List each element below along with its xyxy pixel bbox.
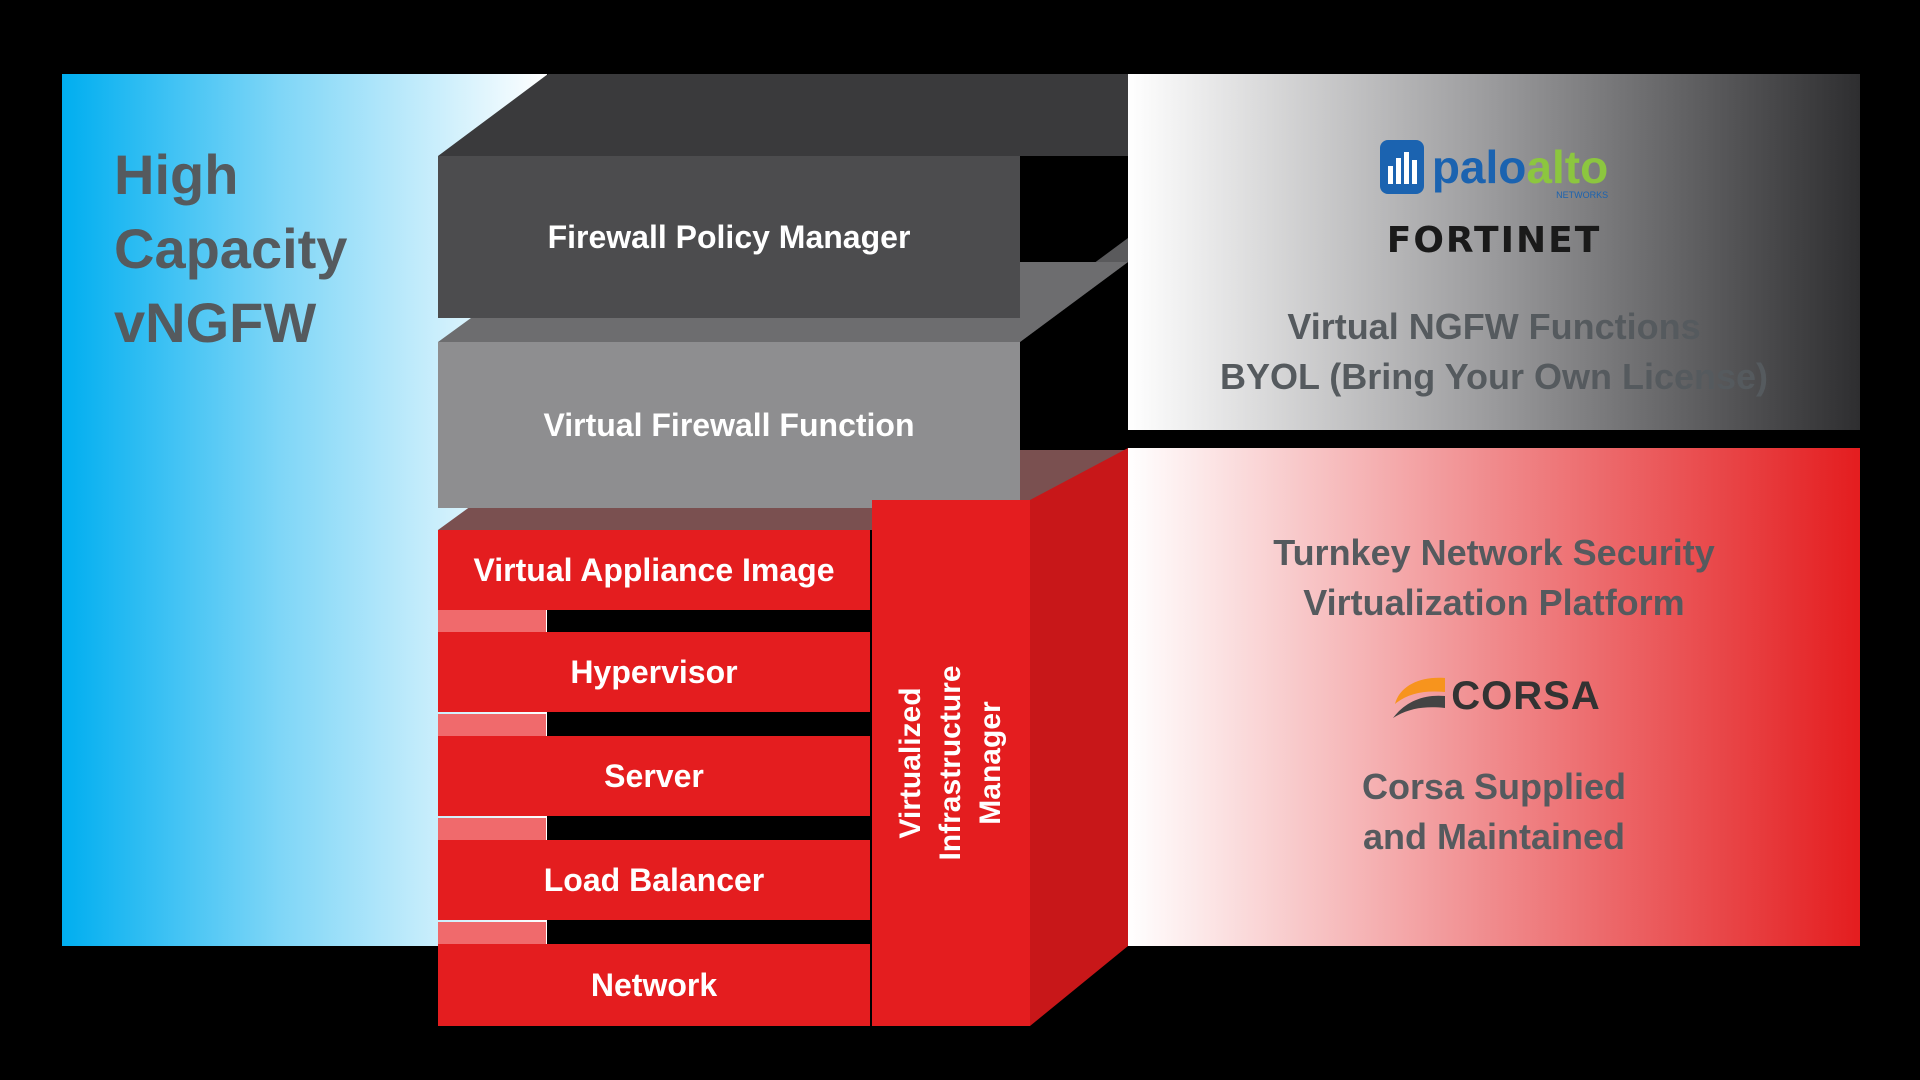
- right-top-line: BYOL (Bring Your Own License): [1219, 356, 1769, 397]
- layer-label: Load Balancer: [543, 861, 765, 898]
- paloalto-tag: NETWORKS: [1556, 190, 1609, 200]
- fortinet-word: FORTINET: [1386, 220, 1602, 261]
- left-title-line: vNGFW: [114, 291, 317, 354]
- layer-label: Network: [590, 966, 718, 1003]
- fortinet-logo: FORTINET: [1128, 220, 1860, 261]
- left-title: High Capacity vNGFW: [114, 138, 434, 360]
- right-bottom-line2: and Maintained: [1362, 816, 1626, 857]
- vim-line: Manager: [974, 701, 1007, 825]
- corsa-swoosh-icon: [1393, 677, 1446, 718]
- virtualized-infrastructure-manager: Virtualized Infrastructure Manager: [872, 500, 1030, 1026]
- layer-virtual-firewall-function: Virtual Firewall Function: [438, 342, 1020, 508]
- right-bottom-panel: Turnkey Network Security Virtualization …: [1128, 448, 1860, 946]
- corsa-logo: CORSA: [1128, 670, 1860, 722]
- left-title-line: High: [114, 143, 239, 206]
- layer-label: Server: [604, 757, 704, 794]
- layer-label: Virtual Appliance Image: [473, 551, 835, 588]
- corsa-word: CORSA: [1451, 673, 1601, 718]
- paloalto-icon: [1379, 140, 1424, 194]
- layer-label: Firewall Policy Manager: [547, 218, 911, 255]
- paloalto-logo: paloalto NETWORKS: [1128, 140, 1860, 200]
- paloalto-word-b: alto: [1526, 141, 1609, 193]
- left-title-line: Capacity: [114, 217, 348, 280]
- right-bottom-line2: Corsa Supplied: [1361, 766, 1627, 807]
- right-top-panel: paloalto NETWORKS FORTINET Virtual NGFW …: [1128, 74, 1860, 430]
- layer-virtual-appliance-image: Virtual Appliance Image: [438, 530, 870, 610]
- vim-line: Virtualized: [894, 687, 927, 839]
- notch: [438, 922, 546, 944]
- paloalto-word-a: palo: [1431, 141, 1527, 193]
- layer-server: Server: [438, 736, 870, 816]
- vim-label: Virtualized Infrastructure Manager: [891, 665, 1011, 860]
- right-bottom-line: Virtualization Platform: [1303, 582, 1685, 623]
- red-side: [1030, 448, 1128, 1026]
- layer-bevel-dark-top: [438, 74, 1128, 156]
- layer-network: Network: [438, 944, 870, 1026]
- notch: [438, 714, 546, 736]
- layer-label: Hypervisor: [570, 653, 738, 690]
- layer-load-balancer: Load Balancer: [438, 840, 870, 920]
- notch: [438, 818, 546, 840]
- right-bottom-line: Turnkey Network Security: [1273, 532, 1715, 573]
- layer-label: Virtual Firewall Function: [543, 406, 915, 443]
- layer-firewall-policy-manager: Firewall Policy Manager: [438, 156, 1020, 318]
- layer-hypervisor: Hypervisor: [438, 632, 870, 712]
- notch: [438, 610, 546, 632]
- right-top-line: Virtual NGFW Functions: [1287, 306, 1701, 347]
- vim-line: Infrastructure: [934, 665, 967, 861]
